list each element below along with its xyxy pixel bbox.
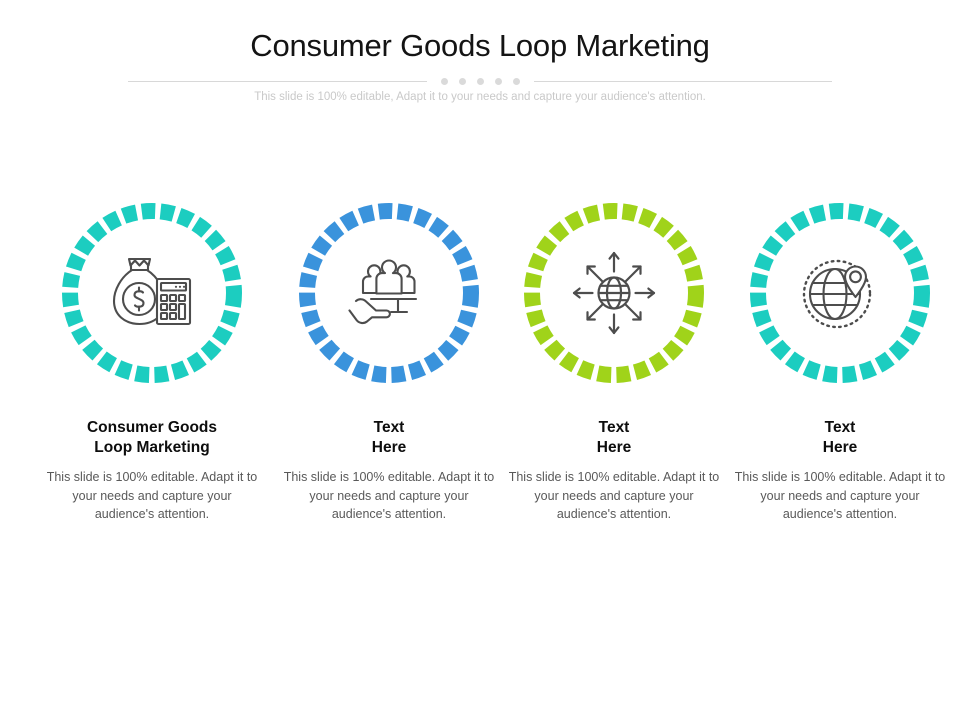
people-in-hand-icon <box>339 243 439 343</box>
divider-dot <box>458 77 466 85</box>
dashed-ring-teal <box>62 203 242 383</box>
divider-dot <box>440 77 448 85</box>
slide-subtitle: This slide is 100% editable, Adapt it to… <box>254 91 706 103</box>
money-bag-calculator-icon <box>102 243 202 343</box>
slide-header: Consumer Goods Loop Marketing This slide… <box>0 0 960 120</box>
column-heading: Text Here <box>371 419 407 456</box>
divider-dot-group <box>427 77 534 85</box>
dashed-ring-green <box>524 203 704 383</box>
column-body-text: This slide is 100% editable. Adapt it to… <box>508 470 720 521</box>
content-column: Text Here This slide is 100% editable. A… <box>725 200 955 570</box>
column-heading: Text Here <box>596 419 632 456</box>
column-body-text: This slide is 100% editable. Adapt it to… <box>734 470 946 521</box>
divider-dot <box>494 77 502 85</box>
divider-dot <box>476 77 484 85</box>
dashed-ring-teal <box>750 203 930 383</box>
content-column: Text Here This slide is 100% editable. A… <box>274 200 504 570</box>
column-heading: Consumer Goods Loop Marketing <box>86 419 218 456</box>
column-body-text: This slide is 100% editable. Adapt it to… <box>283 470 495 521</box>
icon-circle[interactable] <box>59 200 245 386</box>
title-divider <box>128 73 832 89</box>
column-body-text: This slide is 100% editable. Adapt it to… <box>46 470 258 521</box>
divider-dot <box>512 77 520 85</box>
column-heading: Text Here <box>822 419 858 456</box>
divider-line-left <box>128 80 427 82</box>
divider-line-right <box>533 80 832 82</box>
content-column: Consumer Goods Loop Marketing This slide… <box>37 200 267 570</box>
icon-circle[interactable] <box>521 200 707 386</box>
globe-expand-arrows-icon <box>564 243 664 343</box>
dashed-ring-blue <box>299 203 479 383</box>
content-column: Text Here This slide is 100% editable. A… <box>499 200 729 570</box>
content-columns: Consumer Goods Loop Marketing This slide… <box>0 200 960 570</box>
page-title: Consumer Goods Loop Marketing <box>250 28 710 63</box>
icon-circle[interactable] <box>747 200 933 386</box>
globe-location-pin-icon <box>790 243 890 343</box>
icon-circle[interactable] <box>296 200 482 386</box>
